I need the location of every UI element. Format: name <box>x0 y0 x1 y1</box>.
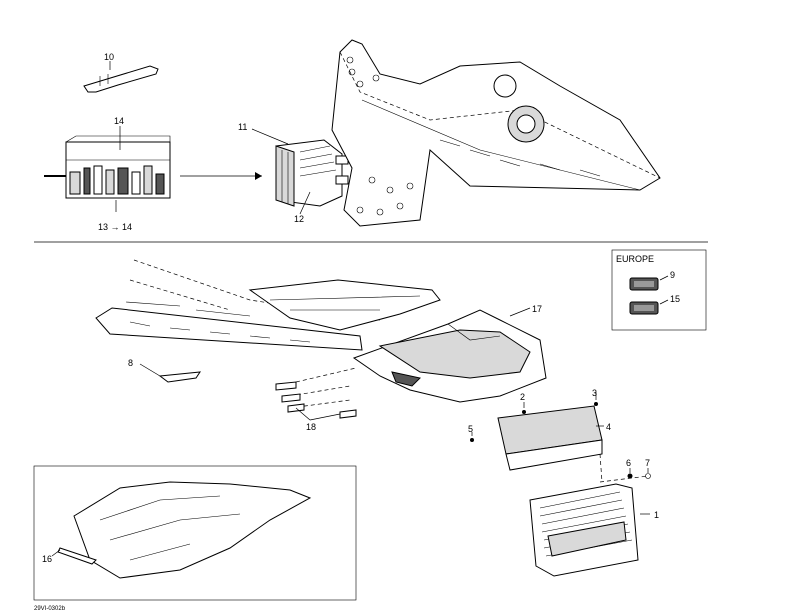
part-17-hood <box>352 309 547 403</box>
callout-15: 15 <box>670 294 680 304</box>
part-18-screws <box>275 367 357 419</box>
callout-8: 8 <box>128 358 133 368</box>
callout-5: 5 <box>468 424 473 434</box>
callout-4: 4 <box>606 422 611 432</box>
part-10-bracket <box>83 65 159 93</box>
callout-7: 7 <box>645 458 650 468</box>
callout-11: 11 <box>238 122 247 132</box>
inset-box <box>33 465 357 601</box>
europe-box <box>611 249 707 331</box>
callout-12: 12 <box>294 214 304 224</box>
part-8-pad <box>158 371 202 383</box>
callout-16: 16 <box>42 554 52 564</box>
callout-6: 6 <box>626 458 631 468</box>
callout-10: 10 <box>104 52 114 62</box>
lower-chassis <box>95 259 441 351</box>
callout-17: 17 <box>532 304 542 314</box>
part-15-decal-face <box>634 305 654 311</box>
callout-14: 14 <box>114 116 124 126</box>
part-11-box <box>275 139 349 207</box>
part-16-inset-detail <box>57 481 312 579</box>
callout-3: 3 <box>592 388 597 398</box>
callout-9: 9 <box>670 270 675 280</box>
part-4-plate <box>497 405 603 471</box>
part-6-screw <box>627 473 633 479</box>
callout-1: 1 <box>654 510 659 520</box>
callout-2: 2 <box>520 392 525 402</box>
part-9-decal-face <box>634 281 654 287</box>
part-7-nut <box>645 473 651 479</box>
chassis-frame <box>331 39 661 227</box>
europe-title: EUROPE <box>616 254 654 264</box>
callout-18: 18 <box>306 422 316 432</box>
callout-13-14: 13 → 14 <box>98 222 132 232</box>
drawing-code: 29VI-0302b <box>34 606 66 612</box>
part-14-tool-kit <box>44 135 171 199</box>
part-1-grille <box>529 483 639 577</box>
